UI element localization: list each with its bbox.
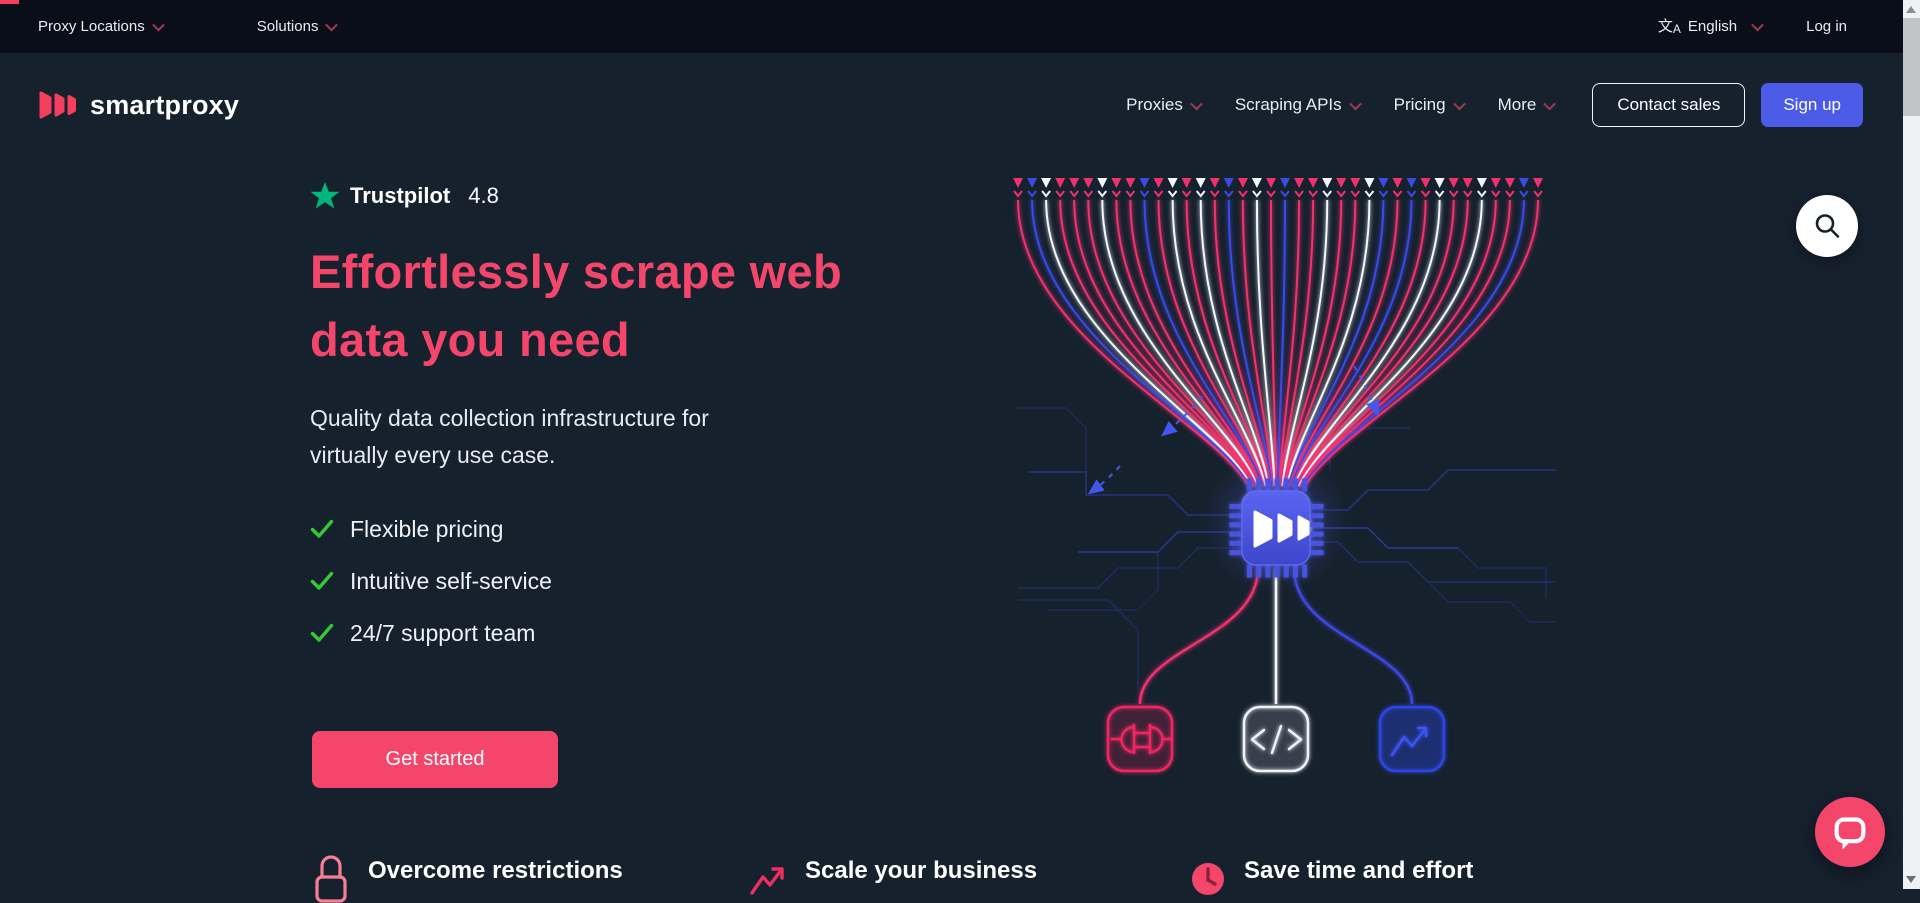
sign-up-button[interactable]: Sign up — [1761, 83, 1863, 127]
chevron-down-icon — [1348, 97, 1362, 110]
check-icon — [310, 571, 334, 590]
hero-title: Effortlessly scrape web data you need — [310, 245, 842, 366]
output-lines — [1138, 567, 1414, 705]
login-link[interactable]: Log in — [1806, 18, 1847, 35]
language-label: English — [1687, 18, 1738, 35]
smartproxy-logomark-icon — [39, 91, 76, 119]
scrollbar-down-arrow[interactable] — [1906, 876, 1916, 883]
nav-link-pricing[interactable]: Pricing — [1394, 95, 1466, 115]
chevron-down-icon — [1189, 97, 1203, 110]
proxy-locations-label: Proxy Locations — [38, 18, 145, 35]
solutions-menu[interactable]: Solutions — [256, 18, 339, 35]
get-started-button[interactable]: Get started — [312, 731, 558, 788]
live-chat-button[interactable] — [1815, 797, 1885, 867]
search-button[interactable] — [1796, 195, 1858, 257]
growth-arrow-icon — [750, 867, 784, 895]
hero-feature-list: Flexible pricing Intuitive self-service … — [310, 503, 552, 659]
trustpilot-rating: 4.8 — [468, 182, 499, 208]
data-streams — [1017, 199, 1539, 487]
utility-topbar: Proxy Locations Solutions 文A English Log… — [0, 0, 1920, 53]
chevron-down-icon — [1543, 97, 1557, 110]
dashed-arrows — [1087, 365, 1380, 495]
feature-item: Intuitive self-service — [310, 555, 552, 607]
language-selector[interactable]: 文A English — [1657, 17, 1764, 36]
check-icon — [310, 519, 334, 538]
translate-icon: 文A — [1657, 17, 1681, 36]
main-navbar: smartproxy Proxies Scraping APIs Pricing… — [0, 53, 1920, 157]
chat-bubble-icon — [1834, 817, 1866, 850]
check-icon — [310, 623, 334, 642]
nav-link-proxies[interactable]: Proxies — [1126, 95, 1203, 115]
trustpilot-badge[interactable]: Trustpilot 4.8 — [310, 181, 499, 210]
contact-sales-button[interactable]: Contact sales — [1592, 83, 1746, 127]
smartproxy-logo[interactable]: smartproxy — [38, 89, 239, 121]
code-icon — [1242, 705, 1310, 773]
nav-link-more[interactable]: More — [1498, 95, 1557, 115]
chevron-down-icon — [1452, 97, 1466, 110]
chevron-down-icon — [151, 18, 165, 32]
proxy-locations-menu[interactable]: Proxy Locations — [38, 18, 165, 35]
trustpilot-name: Trustpilot — [350, 182, 451, 208]
nav-link-scraping-apis[interactable]: Scraping APIs — [1235, 95, 1362, 115]
chevron-down-icon — [325, 18, 339, 32]
feature-item: 24/7 support team — [310, 607, 552, 659]
benefit-scale-your-business: Scale your business — [749, 853, 1037, 900]
chevron-down-icon — [1751, 18, 1764, 32]
lock-icon — [315, 855, 347, 903]
brand-name: smartproxy — [90, 89, 240, 120]
chip-logomark-icon — [1253, 510, 1310, 548]
benefit-overcome-restrictions: Overcome restrictions — [312, 853, 623, 903]
smartproxy-chip — [1229, 478, 1324, 578]
data-flow-illustration — [990, 170, 1560, 810]
feature-item: Flexible pricing — [310, 503, 552, 555]
page-scrollbar[interactable] — [1903, 0, 1920, 889]
plug-icon — [1106, 705, 1174, 773]
solutions-label: Solutions — [256, 18, 319, 35]
clock-icon — [1192, 863, 1224, 895]
search-icon — [1815, 214, 1840, 238]
hero-subtitle: Quality data collection infrastructure f… — [310, 405, 709, 468]
scrollbar-thumb[interactable] — [1903, 18, 1920, 116]
output-icon-row — [1106, 705, 1446, 773]
stream-arrowheads — [1013, 178, 1543, 198]
benefit-save-time-and-effort: Save time and effort — [1190, 853, 1473, 897]
trustpilot-star-icon — [310, 182, 340, 209]
scrollbar-up-arrow[interactable] — [1906, 6, 1916, 13]
page-load-progress-bar — [0, 0, 19, 4]
chart-icon — [1378, 705, 1446, 773]
